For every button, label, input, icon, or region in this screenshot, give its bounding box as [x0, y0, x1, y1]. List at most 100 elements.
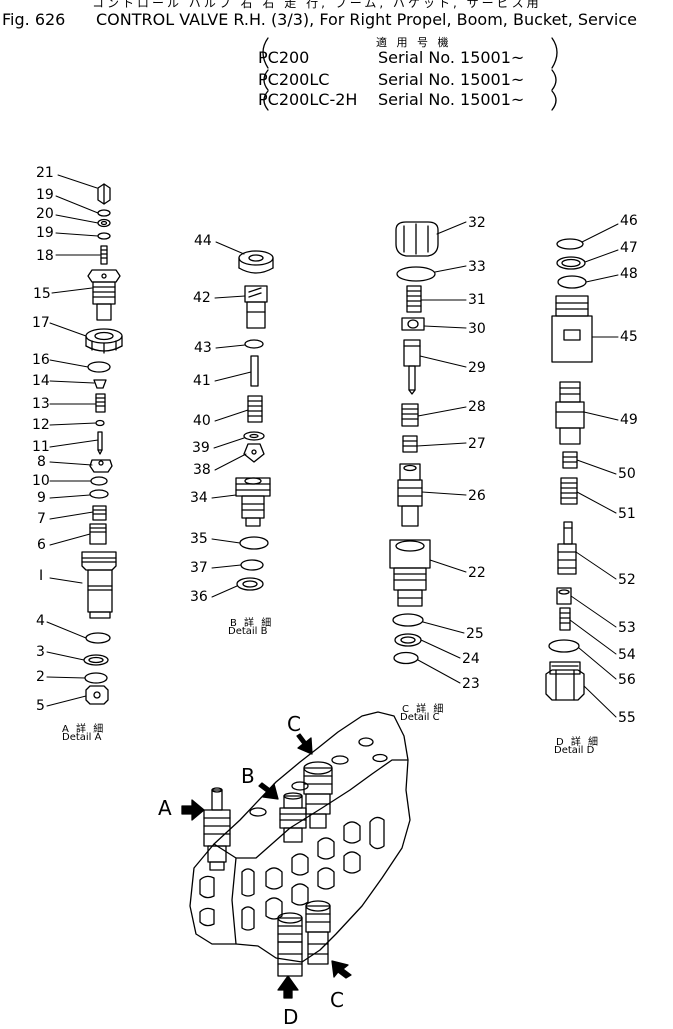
japanese-title: コントロール バルブ 右 右 走 行, ブーム, バケット, サービス用 — [92, 0, 542, 10]
serial-number: Serial No. 15001~ — [378, 70, 525, 89]
part-label: 48 — [620, 266, 638, 282]
part-label: 22 — [468, 565, 486, 581]
serial-number: Serial No. 15001~ — [378, 48, 525, 67]
part-label: 8 — [37, 454, 46, 470]
part-label: 21 — [36, 165, 54, 181]
figure-title: CONTROL VALVE R.H. (3/3), For Right Prop… — [96, 10, 637, 29]
part-label: 9 — [37, 490, 46, 506]
detail-b-caption-jp: B 詳 細 — [230, 618, 274, 629]
part-label: 15 — [33, 286, 51, 302]
part-label: 2 — [36, 669, 45, 685]
part-label: 53 — [618, 620, 636, 636]
part-label: I — [39, 568, 44, 584]
detail-a-caption-jp: A 詳 細 — [62, 724, 106, 735]
part-label: 50 — [618, 466, 636, 482]
view-marker-d: D — [283, 1005, 299, 1029]
view-marker-c-bottom: C — [330, 988, 344, 1012]
part-label: 31 — [468, 292, 486, 308]
part-label: 40 — [193, 413, 211, 429]
part-label: 38 — [193, 462, 211, 478]
part-label: 7 — [37, 511, 46, 527]
figure-title-line: Fig. 626 CONTROL VALVE R.H. (3/3), For Ri… — [2, 10, 637, 29]
arrow-d-icon — [277, 975, 299, 999]
part-label: 56 — [618, 672, 636, 688]
part-label: 46 — [620, 213, 638, 229]
part-label: 23 — [462, 676, 480, 692]
view-marker-c-top: C — [287, 712, 301, 736]
part-label: 37 — [190, 560, 208, 576]
arrow-c-top-icon — [296, 733, 313, 755]
part-label: 11 — [32, 439, 50, 455]
part-label: 5 — [36, 698, 45, 714]
part-label: 32 — [468, 215, 486, 231]
part-label: 44 — [194, 233, 212, 249]
part-label: 33 — [468, 259, 486, 275]
part-label: 43 — [194, 340, 212, 356]
view-marker-a: A — [158, 796, 172, 820]
detail-d-caption: Detail D — [554, 745, 595, 756]
part-label: 14 — [32, 373, 50, 389]
detail-c-leaders — [416, 221, 467, 684]
detail-c-parts — [389, 221, 439, 665]
part-label: 49 — [620, 412, 638, 428]
part-label: 42 — [193, 290, 211, 306]
detail-d-caption-jp: D 詳 細 — [556, 737, 601, 748]
part-label: 41 — [193, 373, 211, 389]
detail-d-parts — [545, 238, 593, 701]
detail-c-caption-jp: C 詳 細 — [402, 704, 446, 715]
view-arrows — [181, 733, 352, 999]
serial-model: PC200 — [258, 48, 310, 67]
part-label: 39 — [192, 440, 210, 456]
detail-d-leaders — [569, 223, 619, 718]
detail-b-leaders — [211, 241, 252, 598]
part-label: 45 — [620, 329, 638, 345]
part-label: 24 — [462, 651, 480, 667]
part-label: 20 — [36, 206, 54, 222]
figure-number: Fig. 626 — [2, 10, 66, 29]
part-label: 35 — [190, 531, 208, 547]
detail-a-leaders — [46, 174, 101, 707]
part-label: 36 — [190, 589, 208, 605]
part-label: 19 — [36, 187, 54, 203]
part-label: 17 — [32, 315, 50, 331]
part-label: 27 — [468, 436, 486, 452]
detail-c-caption: Detail C — [400, 712, 440, 723]
detail-b-parts — [235, 250, 274, 591]
arrow-a-icon — [181, 799, 205, 821]
detail-a-parts — [81, 183, 123, 705]
control-valve-assembly — [189, 711, 411, 977]
serial-model: PC200LC — [258, 70, 330, 89]
part-label: 28 — [468, 399, 486, 415]
serial-row: PC200 Serial No. 15001~ — [258, 48, 524, 67]
detail-a-caption: Detail A — [62, 732, 102, 743]
part-label: 6 — [37, 537, 46, 553]
view-marker-b: B — [241, 764, 255, 788]
part-label: 13 — [32, 396, 50, 412]
part-label: 3 — [36, 644, 45, 660]
detail-b-caption: Detail B — [228, 626, 268, 637]
arrow-c-bottom-icon — [331, 960, 352, 979]
part-label: 29 — [468, 360, 486, 376]
part-label: 54 — [618, 647, 636, 663]
part-label: 51 — [618, 506, 636, 522]
part-label: 52 — [618, 572, 636, 588]
part-label: 25 — [466, 626, 484, 642]
applicable-label-jp: 適 用 号 機 — [376, 36, 452, 49]
serial-number: Serial No. 15001~ — [378, 90, 525, 109]
part-label: 47 — [620, 240, 638, 256]
part-label: 26 — [468, 488, 486, 504]
serial-model: PC200LC-2H — [258, 90, 358, 109]
part-label: 19 — [36, 225, 54, 241]
part-label: 34 — [190, 490, 208, 506]
part-label: 30 — [468, 321, 486, 337]
arrow-b-icon — [258, 782, 279, 800]
serial-row: PC200LC-2H Serial No. 15001~ — [258, 90, 524, 109]
part-label: 12 — [32, 417, 50, 433]
part-label: 18 — [36, 248, 54, 264]
part-label: 10 — [32, 473, 50, 489]
serial-bracket — [262, 37, 558, 111]
part-label: 16 — [32, 352, 50, 368]
part-label: 55 — [618, 710, 636, 726]
serial-row: PC200LC Serial No. 15001~ — [258, 70, 524, 89]
